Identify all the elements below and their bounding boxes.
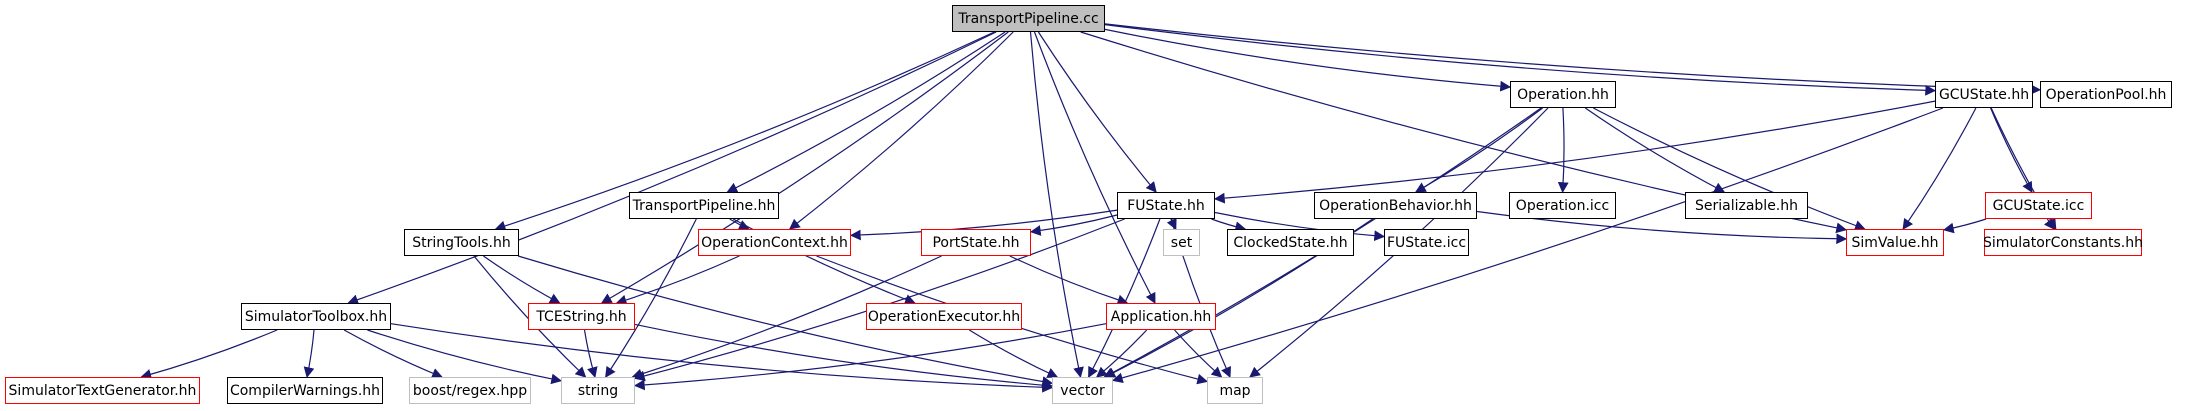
node-serializable-hh[interactable]: Serializable.hh bbox=[1685, 192, 1808, 219]
edge-portstate-hh-to-string bbox=[631, 255, 942, 380]
edge-root-to-tcestring-hh bbox=[600, 31, 1009, 304]
edge-operationexecutor-hh-to-vector bbox=[968, 329, 1059, 378]
edge-operation-hh-to-simvalue-hh bbox=[1593, 107, 1866, 231]
node-fustate-hh[interactable]: FUState.hh bbox=[1117, 192, 1215, 219]
edge-transportpipeline-hh-to-string bbox=[605, 218, 697, 378]
edge-simulatortoolbox-hh-to-boost-regex-hpp bbox=[343, 329, 443, 379]
edge-root-to-operationcontext-hh bbox=[788, 31, 1014, 230]
edge-root-to-operation-hh bbox=[1104, 28, 1512, 92]
node-simvalue-hh[interactable]: SimValue.hh bbox=[1846, 229, 1944, 256]
edge-fustate-hh-to-portstate-hh bbox=[1029, 214, 1118, 236]
edge-transportpipeline-hh-to-operationcontext-hh bbox=[729, 218, 750, 230]
node-clockedstate-hh[interactable]: ClockedState.hh bbox=[1227, 229, 1354, 256]
edge-operation-hh-to-serializable-hh bbox=[1584, 107, 1726, 193]
node-stringtools-hh[interactable]: StringTools.hh bbox=[404, 229, 519, 256]
node-simulatorconstants-hh[interactable]: SimulatorConstants.hh bbox=[1983, 229, 2143, 256]
edge-root-to-stringtools-hh bbox=[494, 31, 995, 232]
node-gcustate-icc[interactable]: GCUState.icc bbox=[1985, 192, 2092, 219]
node-operationcontext-hh[interactable]: OperationContext.hh bbox=[698, 229, 851, 256]
edge-gcustate-hh-to-gcustate-icc bbox=[1990, 107, 2033, 193]
edge-simulatortoolbox-hh-to-compilerwarnings-hh bbox=[303, 329, 315, 379]
node-operation-hh[interactable]: Operation.hh bbox=[1510, 81, 1616, 108]
edge-root-to-application-hh bbox=[1033, 31, 1156, 304]
edge-simulatortoolbox-hh-to-simulatortextgenerator-hh bbox=[140, 329, 278, 380]
edge-root-to-transportpipeline-hh bbox=[726, 31, 1006, 193]
edge-portstate-hh-to-application-hh bbox=[1009, 255, 1129, 306]
edge-stringtools-hh-to-tcestring-hh bbox=[483, 255, 561, 304]
edge-fustate-hh-to-operationcontext-hh bbox=[849, 209, 1118, 241]
edge-gcustate-hh-to-vector bbox=[1111, 107, 1944, 384]
edge-application-hh-to-vector bbox=[1095, 329, 1148, 378]
edge-root-to-operationpool-hh bbox=[1104, 23, 2042, 95]
edge-operationcontext-hh-to-tcestring-hh bbox=[615, 255, 740, 306]
node-boost-regex-hpp: boost/regex.hpp bbox=[409, 377, 531, 404]
edge-stringtools-hh-to-string bbox=[473, 255, 587, 378]
node-root: TransportPipeline.cc bbox=[952, 5, 1105, 32]
edge-stringtools-hh-to-vector bbox=[517, 255, 1054, 387]
edge-fustate-hh-to-set bbox=[1166, 217, 1177, 230]
node-set: set bbox=[1163, 229, 1200, 256]
edge-root-to-gcustate-hh bbox=[1104, 24, 1937, 96]
node-simulatortextgenerator-hh[interactable]: SimulatorTextGenerator.hh bbox=[5, 377, 200, 404]
node-operationbehavior-hh[interactable]: OperationBehavior.hh bbox=[1314, 192, 1477, 219]
node-compilerwarnings-hh[interactable]: CompilerWarnings.hh bbox=[227, 377, 383, 404]
edge-gcustate-hh-to-fustate-hh bbox=[1213, 100, 1936, 204]
edge-simulatortoolbox-hh-to-string bbox=[367, 329, 563, 385]
edge-gcustate-icc-to-simulatorconstants-hh bbox=[2043, 218, 2055, 230]
edge-tcestring-hh-to-vector bbox=[634, 323, 1054, 391]
node-operationexecutor-hh[interactable]: OperationExecutor.hh bbox=[866, 303, 1022, 330]
node-operation-icc[interactable]: Operation.icc bbox=[1509, 192, 1616, 219]
edge-application-hh-to-string bbox=[633, 323, 1107, 391]
edge-fustate-hh-to-clockedstate-hh bbox=[1211, 218, 1247, 233]
node-application-hh[interactable]: Application.hh bbox=[1106, 303, 1216, 330]
edge-root-to-fustate-hh bbox=[1037, 31, 1157, 193]
edge-root-to-vector bbox=[1029, 31, 1084, 379]
node-map: map bbox=[1207, 377, 1263, 404]
edge-gcustate-hh-to-simvalue-hh bbox=[1902, 107, 1977, 230]
node-string: string bbox=[561, 377, 635, 404]
node-operationpool-hh[interactable]: OperationPool.hh bbox=[2040, 81, 2172, 108]
node-portstate-hh[interactable]: PortState.hh bbox=[921, 229, 1031, 256]
node-tcestring-hh[interactable]: TCEString.hh bbox=[528, 303, 635, 330]
node-simulatortoolbox-hh[interactable]: SimulatorToolbox.hh bbox=[241, 303, 391, 330]
edge-fustate-hh-to-fustate-icc bbox=[1214, 211, 1386, 242]
edge-gcustate-icc-to-simvalue-hh bbox=[1942, 218, 1987, 234]
edge-application-hh-to-map bbox=[1174, 329, 1223, 378]
edge-simulatortoolbox-hh-to-vector bbox=[390, 323, 1054, 393]
node-fustate-icc[interactable]: FUState.icc bbox=[1384, 229, 1469, 256]
node-gcustate-hh[interactable]: GCUState.hh bbox=[1935, 81, 2033, 108]
edge-root-to-simulatortoolbox-hh bbox=[347, 31, 997, 305]
node-transportpipeline-hh[interactable]: TransportPipeline.hh bbox=[629, 192, 779, 219]
node-vector: vector bbox=[1052, 377, 1113, 404]
edge-tcestring-hh-to-string bbox=[583, 329, 598, 379]
edge-operation-hh-to-operation-icc bbox=[1557, 107, 1569, 194]
